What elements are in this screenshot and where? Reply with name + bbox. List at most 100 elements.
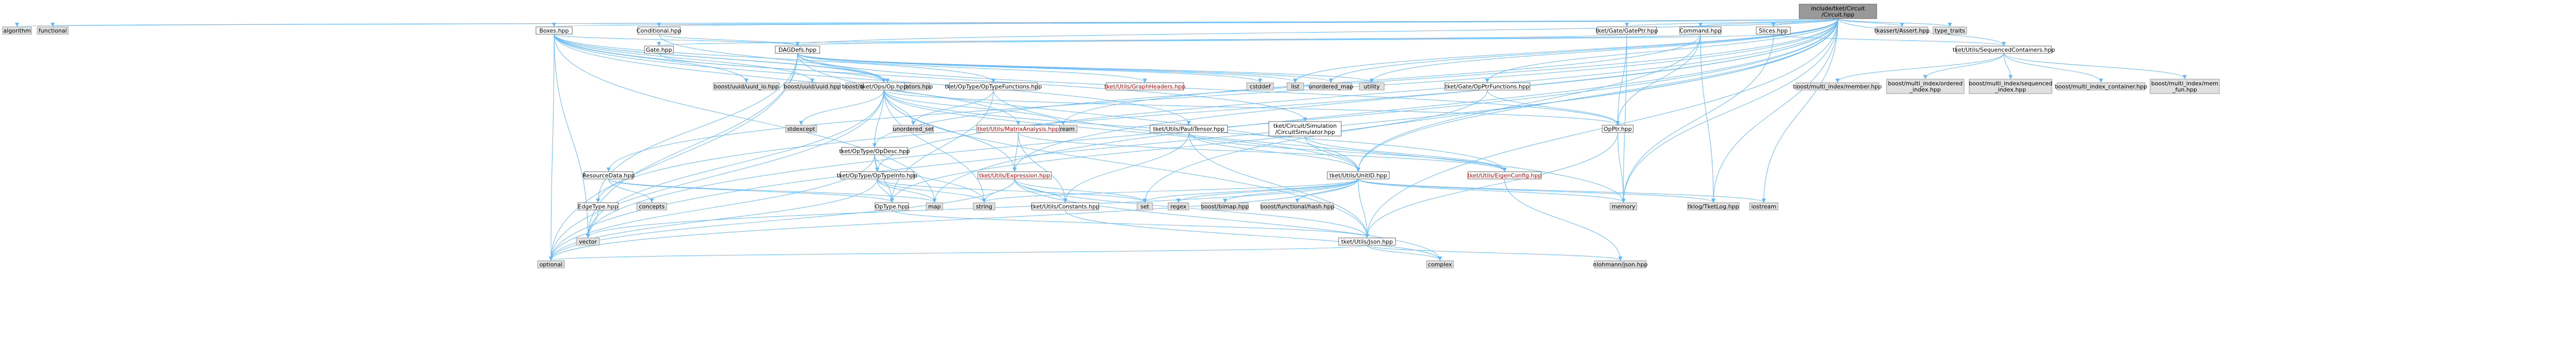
node-box [644, 46, 674, 54]
node-hash[interactable]: boost/functional/hash.hpp [1260, 202, 1335, 211]
node-bimap[interactable]: boost/bimap.hpp [1201, 202, 1249, 211]
node-gateptr[interactable]: tket/Gate/GatePtr.hpp [1596, 26, 1658, 35]
node-complex[interactable]: complex [1426, 260, 1454, 268]
node-matrixanalysis[interactable]: tket/Utils/MatrixAnalysis.hpp [976, 125, 1060, 133]
edge-dagdefs-to-unitid [797, 53, 1360, 172]
node-label: EdgeType.hpp [578, 203, 618, 210]
node-box [1137, 202, 1153, 211]
edge-opdesc-to-string [874, 154, 986, 203]
node-type_traits[interactable]: type_traits [1933, 26, 1967, 35]
edge-boxes-to-op [554, 34, 886, 83]
edge-boxes-to-uuid_io [554, 34, 748, 83]
node-opptr[interactable]: OpPtr.hpp [1602, 125, 1634, 133]
node-unordered_set[interactable]: unordered_set [893, 125, 934, 133]
node-box [977, 171, 1052, 179]
node-mi_container[interactable]: boost/multi_index_container.hpp [2055, 82, 2148, 91]
node-edgetype[interactable]: EdgeType.hpp [577, 202, 619, 211]
edge-op-to-string [883, 89, 986, 203]
node-map[interactable]: map [926, 202, 943, 211]
node-dagdefs[interactable]: DAGDefs.hpp [775, 46, 820, 54]
node-box [1956, 46, 2052, 54]
node-utility[interactable]: utility [1359, 82, 1385, 91]
edge-matrixanalysis-to-expression [1013, 132, 1019, 172]
edge-root-to-edgetype [596, 18, 1838, 203]
edge-expression-to-complex [1014, 178, 1442, 261]
node-concepts[interactable]: concepts [636, 202, 667, 211]
edge-seqcont-to-mi_memfun [2003, 53, 2187, 79]
edge-unitid-to-set [1143, 178, 1359, 203]
edge-seqcont-to-mi_container [2003, 53, 2103, 83]
node-label: map [928, 203, 941, 210]
node-uuid[interactable]: boost/uuid/uuid.hpp [784, 82, 841, 91]
edge-boxes-to-uuid [554, 34, 815, 83]
node-optypeinfo[interactable]: tket/OpType/OpTypeInfo.hpp [837, 171, 917, 179]
node-root[interactable]: include/tket/Circuit/Circuit.hpp [1799, 4, 1877, 19]
node-graphheaders[interactable]: tket/Utils/GraphHeaders.hpp [1105, 82, 1186, 91]
node-iostream[interactable]: iostream [1749, 202, 1778, 211]
node-opdesc[interactable]: tket/OpType/OpDesc.hpp [839, 147, 910, 155]
node-cstddef[interactable]: cstddef [1246, 82, 1274, 91]
edge-op-to-json [883, 89, 1369, 238]
edge-circsim-to-unitid [1305, 136, 1360, 172]
node-vector[interactable]: vector [576, 237, 600, 246]
node-label: boost/multi_index/member.hpp [1793, 83, 1882, 90]
node-string[interactable]: string [973, 202, 995, 211]
node-optional[interactable]: optional [537, 260, 565, 268]
node-gate[interactable]: Gate.hpp [644, 46, 674, 54]
edge-root-to-iostream [1761, 18, 1838, 203]
node-opptrfns[interactable]: tket/Gate/OpPtrFunctions.hpp [1444, 82, 1530, 91]
node-regex[interactable]: regex [1168, 202, 1189, 211]
edge-matrixanalysis-to-constants [1018, 132, 1067, 203]
edge-constants-to-complex [1065, 209, 1442, 261]
node-mi_member[interactable]: boost/multi_index/member.hpp [1793, 82, 1882, 91]
node-mi_sequenced[interactable]: boost/multi_index/sequenced_index.hpp [1969, 79, 2052, 94]
node-mi_ordered[interactable]: boost/multi_index/ordered_index.hpp [1886, 79, 1965, 94]
node-command[interactable]: Command.hpp [1679, 26, 1722, 35]
node-optypefns[interactable]: tket/OpType/OpTypeFunctions.hpp [945, 82, 1042, 91]
node-box [1444, 82, 1530, 91]
node-label: type_traits [1935, 27, 1965, 34]
node-op[interactable]: tket/Ops/Op.hpp [861, 82, 907, 91]
edge-unitid-to-string [982, 178, 1359, 203]
node-mi_memfun[interactable]: boost/multi_index/mem_fun.hpp [2150, 79, 2220, 94]
node-stdexcept[interactable]: stdexcept [785, 125, 817, 133]
edge-dagdefs-to-utility [797, 53, 1374, 83]
node-box [2, 26, 32, 35]
node-label: tket/OpType/OpTypeFunctions.hpp [945, 83, 1042, 90]
node-algorithm[interactable]: algorithm [2, 26, 32, 35]
node-list[interactable]: list [1286, 82, 1304, 91]
node-unitid[interactable]: tket/Utils/UnitID.hpp [1327, 171, 1390, 179]
node-box [1749, 202, 1778, 211]
node-slices[interactable]: Slices.hpp [1756, 26, 1791, 35]
node-uuid_io[interactable]: boost/uuid/uuid_io.hpp [713, 82, 780, 91]
node-nlohmann[interactable]: nlohmann/json.hpp [1593, 260, 1648, 268]
edge-root-to-unordered_map [1329, 18, 1838, 83]
node-memory[interactable]: memory [1609, 202, 1637, 211]
edge-json-to-complex [1367, 245, 1442, 261]
edge-dagdefs-to-edgetype [596, 53, 798, 203]
node-box [1679, 26, 1722, 35]
node-label: boost/bimap.hpp [1201, 203, 1249, 210]
node-label: cstddef [1250, 83, 1271, 90]
node-seqcont[interactable]: tket/Utils/SequencedContainers.hpp [1953, 46, 2055, 54]
node-box [535, 26, 573, 35]
node-tklog[interactable]: tklog/TketLog.hpp [1687, 202, 1740, 211]
node-unordered_map[interactable]: unordered_map [1309, 82, 1354, 91]
node-label: tket/Utils/MatrixAnalysis.hpp [977, 126, 1059, 132]
node-resourcedata[interactable]: ResourceData.hpp [582, 171, 635, 179]
edge-root-to-dagdefs [795, 18, 1838, 46]
node-constants[interactable]: tket/Utils/Constants.hpp [1031, 202, 1100, 211]
node-box [1969, 79, 2052, 94]
node-paulitensor[interactable]: tket/Utils/PauliTensor.hpp [1149, 125, 1228, 133]
node-boxes[interactable]: Boxes.hpp [535, 26, 573, 35]
node-set[interactable]: set [1137, 202, 1153, 211]
node-conditional[interactable]: Conditional.hpp [637, 26, 682, 35]
node-expression[interactable]: tket/Utils/Expression.hpp [977, 171, 1052, 179]
edge-gateptr-to-gate [657, 34, 1627, 46]
node-tklog_assert[interactable]: tkassert/Assert.hpp [1874, 26, 1930, 35]
node-optype[interactable]: OpType.hpp [875, 202, 909, 211]
node-eigenconfig[interactable]: tket/Utils/EigenConfig.hpp [1467, 171, 1542, 179]
node-json[interactable]: tket/Utils/Json.hpp [1338, 237, 1396, 246]
node-circsim[interactable]: tket/Circuit/Simulation/CircuitSimulator… [1268, 121, 1342, 137]
node-functional[interactable]: functional [37, 26, 69, 35]
